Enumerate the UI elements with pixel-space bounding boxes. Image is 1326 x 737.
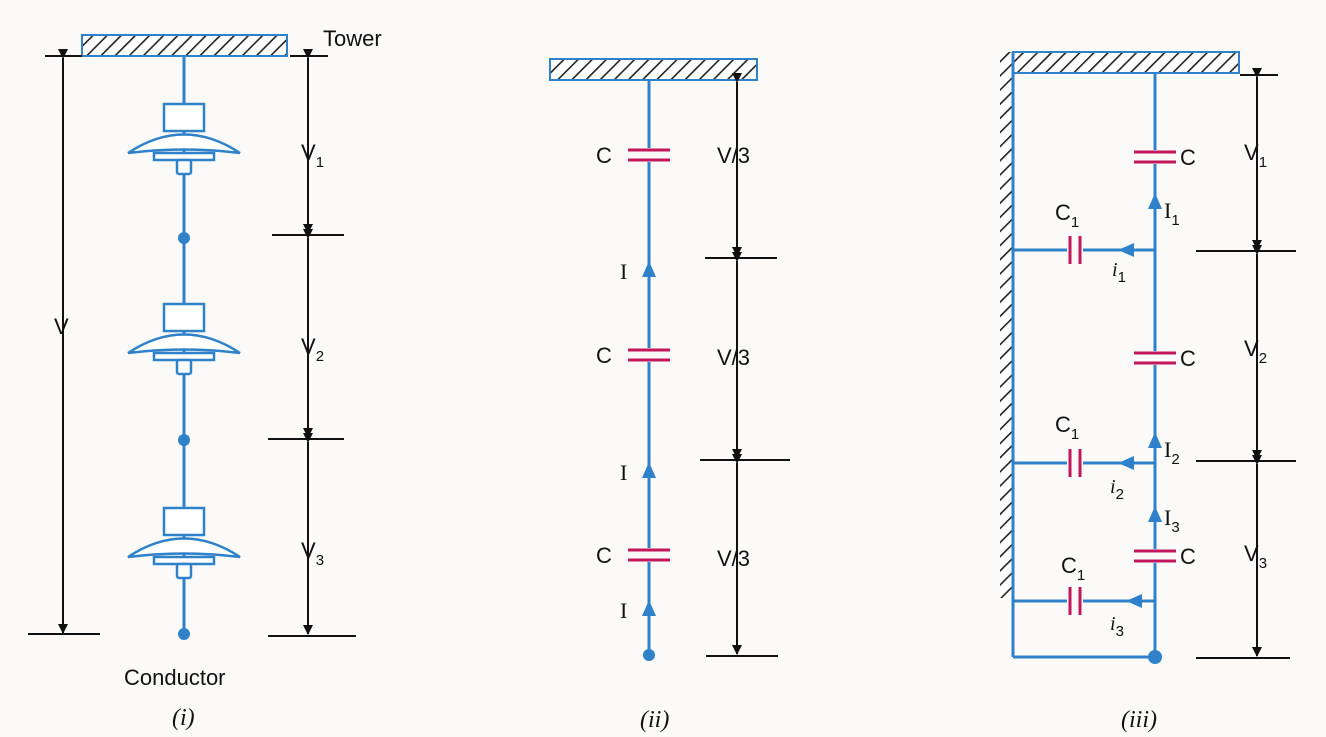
- series-current-arrow: [1148, 506, 1162, 522]
- series-capacitor-1: [1134, 150, 1176, 164]
- diagram-i: Tower Conductor (i): [28, 26, 382, 731]
- capacitor-c1: [628, 148, 670, 162]
- current-arrow: [642, 261, 656, 277]
- shunt-current-label: i3: [1110, 613, 1124, 640]
- current-label: I: [620, 460, 627, 485]
- shunt-current-label: i1: [1112, 259, 1126, 286]
- series-current-arrow: [1148, 193, 1162, 209]
- insulator-disc-2: [127, 302, 241, 376]
- series-capacitor-2: [1134, 351, 1176, 365]
- capacitor-label: C: [596, 343, 612, 368]
- conductor-dot: [1148, 650, 1162, 664]
- current-arrow: [642, 600, 656, 616]
- current-arrow: [642, 462, 656, 478]
- voltage-label: V/3: [717, 546, 750, 571]
- conductor-dot: [178, 628, 190, 640]
- capacitor-c2: [628, 348, 670, 362]
- shunt-capacitor-3: [1067, 587, 1083, 615]
- series-current-label: I2: [1164, 437, 1180, 468]
- tower-body-hatch: [1000, 52, 1013, 598]
- series-capacitor-3: [1134, 549, 1176, 563]
- voltage-label-v3: V3: [301, 538, 324, 569]
- voltage-label-v2: V2: [301, 334, 324, 365]
- series-current-arrow: [1148, 432, 1162, 448]
- insulator-disc-3: [127, 506, 241, 580]
- shunt-capacitor-1: [1067, 236, 1083, 264]
- current-label: I: [620, 598, 627, 623]
- junction-dot: [178, 434, 190, 446]
- series-current-label: I3: [1164, 505, 1180, 536]
- voltage-label-v1: V1: [301, 140, 324, 171]
- shunt-current-arrow: [1126, 594, 1142, 608]
- caption-iii: (iii): [1121, 707, 1157, 733]
- diagram-iii: C1 C1 C1 C C C I1 I2 I3: [1000, 51, 1296, 733]
- capacitor-label: C: [596, 143, 612, 168]
- conductor-dot: [643, 649, 655, 661]
- current-label: I: [620, 259, 627, 284]
- series-capacitor-label: C: [1180, 145, 1196, 170]
- voltage-label: V/3: [717, 143, 750, 168]
- shunt-capacitor-label: C1: [1061, 553, 1085, 584]
- series-current-label: I1: [1164, 198, 1180, 229]
- junction-dot: [178, 232, 190, 244]
- tower-crossarm-i: [81, 34, 288, 57]
- insulator-disc-1: [127, 102, 241, 176]
- shunt-current-arrow: [1118, 456, 1134, 470]
- tower-label: Tower: [323, 26, 382, 51]
- shunt-capacitor-2: [1067, 449, 1083, 477]
- shunt-current-label: i2: [1110, 476, 1124, 503]
- capacitor-label: C: [596, 543, 612, 568]
- voltage-label-v2: V2: [1244, 336, 1267, 367]
- voltage-label: V/3: [717, 345, 750, 370]
- shunt-current-arrow: [1118, 243, 1134, 257]
- series-capacitor-label: C: [1180, 346, 1196, 371]
- voltage-label-v1: V1: [1244, 140, 1267, 171]
- tower-crossarm-ii: [549, 58, 758, 81]
- shunt-capacitor-label: C1: [1055, 200, 1079, 231]
- total-voltage-label: V: [54, 314, 69, 339]
- tower-crossarm-iii: [1012, 51, 1240, 74]
- capacitor-c3: [628, 548, 670, 562]
- caption-ii: (ii): [640, 707, 669, 733]
- series-capacitor-label: C: [1180, 544, 1196, 569]
- conductor-label: Conductor: [124, 665, 226, 690]
- shunt-capacitor-label: C1: [1055, 412, 1079, 443]
- voltage-label-v3: V3: [1244, 541, 1267, 572]
- diagram-ii: C C C I I I V/3 V/3 V/3 (ii): [549, 58, 790, 733]
- caption-i: (i): [172, 705, 195, 731]
